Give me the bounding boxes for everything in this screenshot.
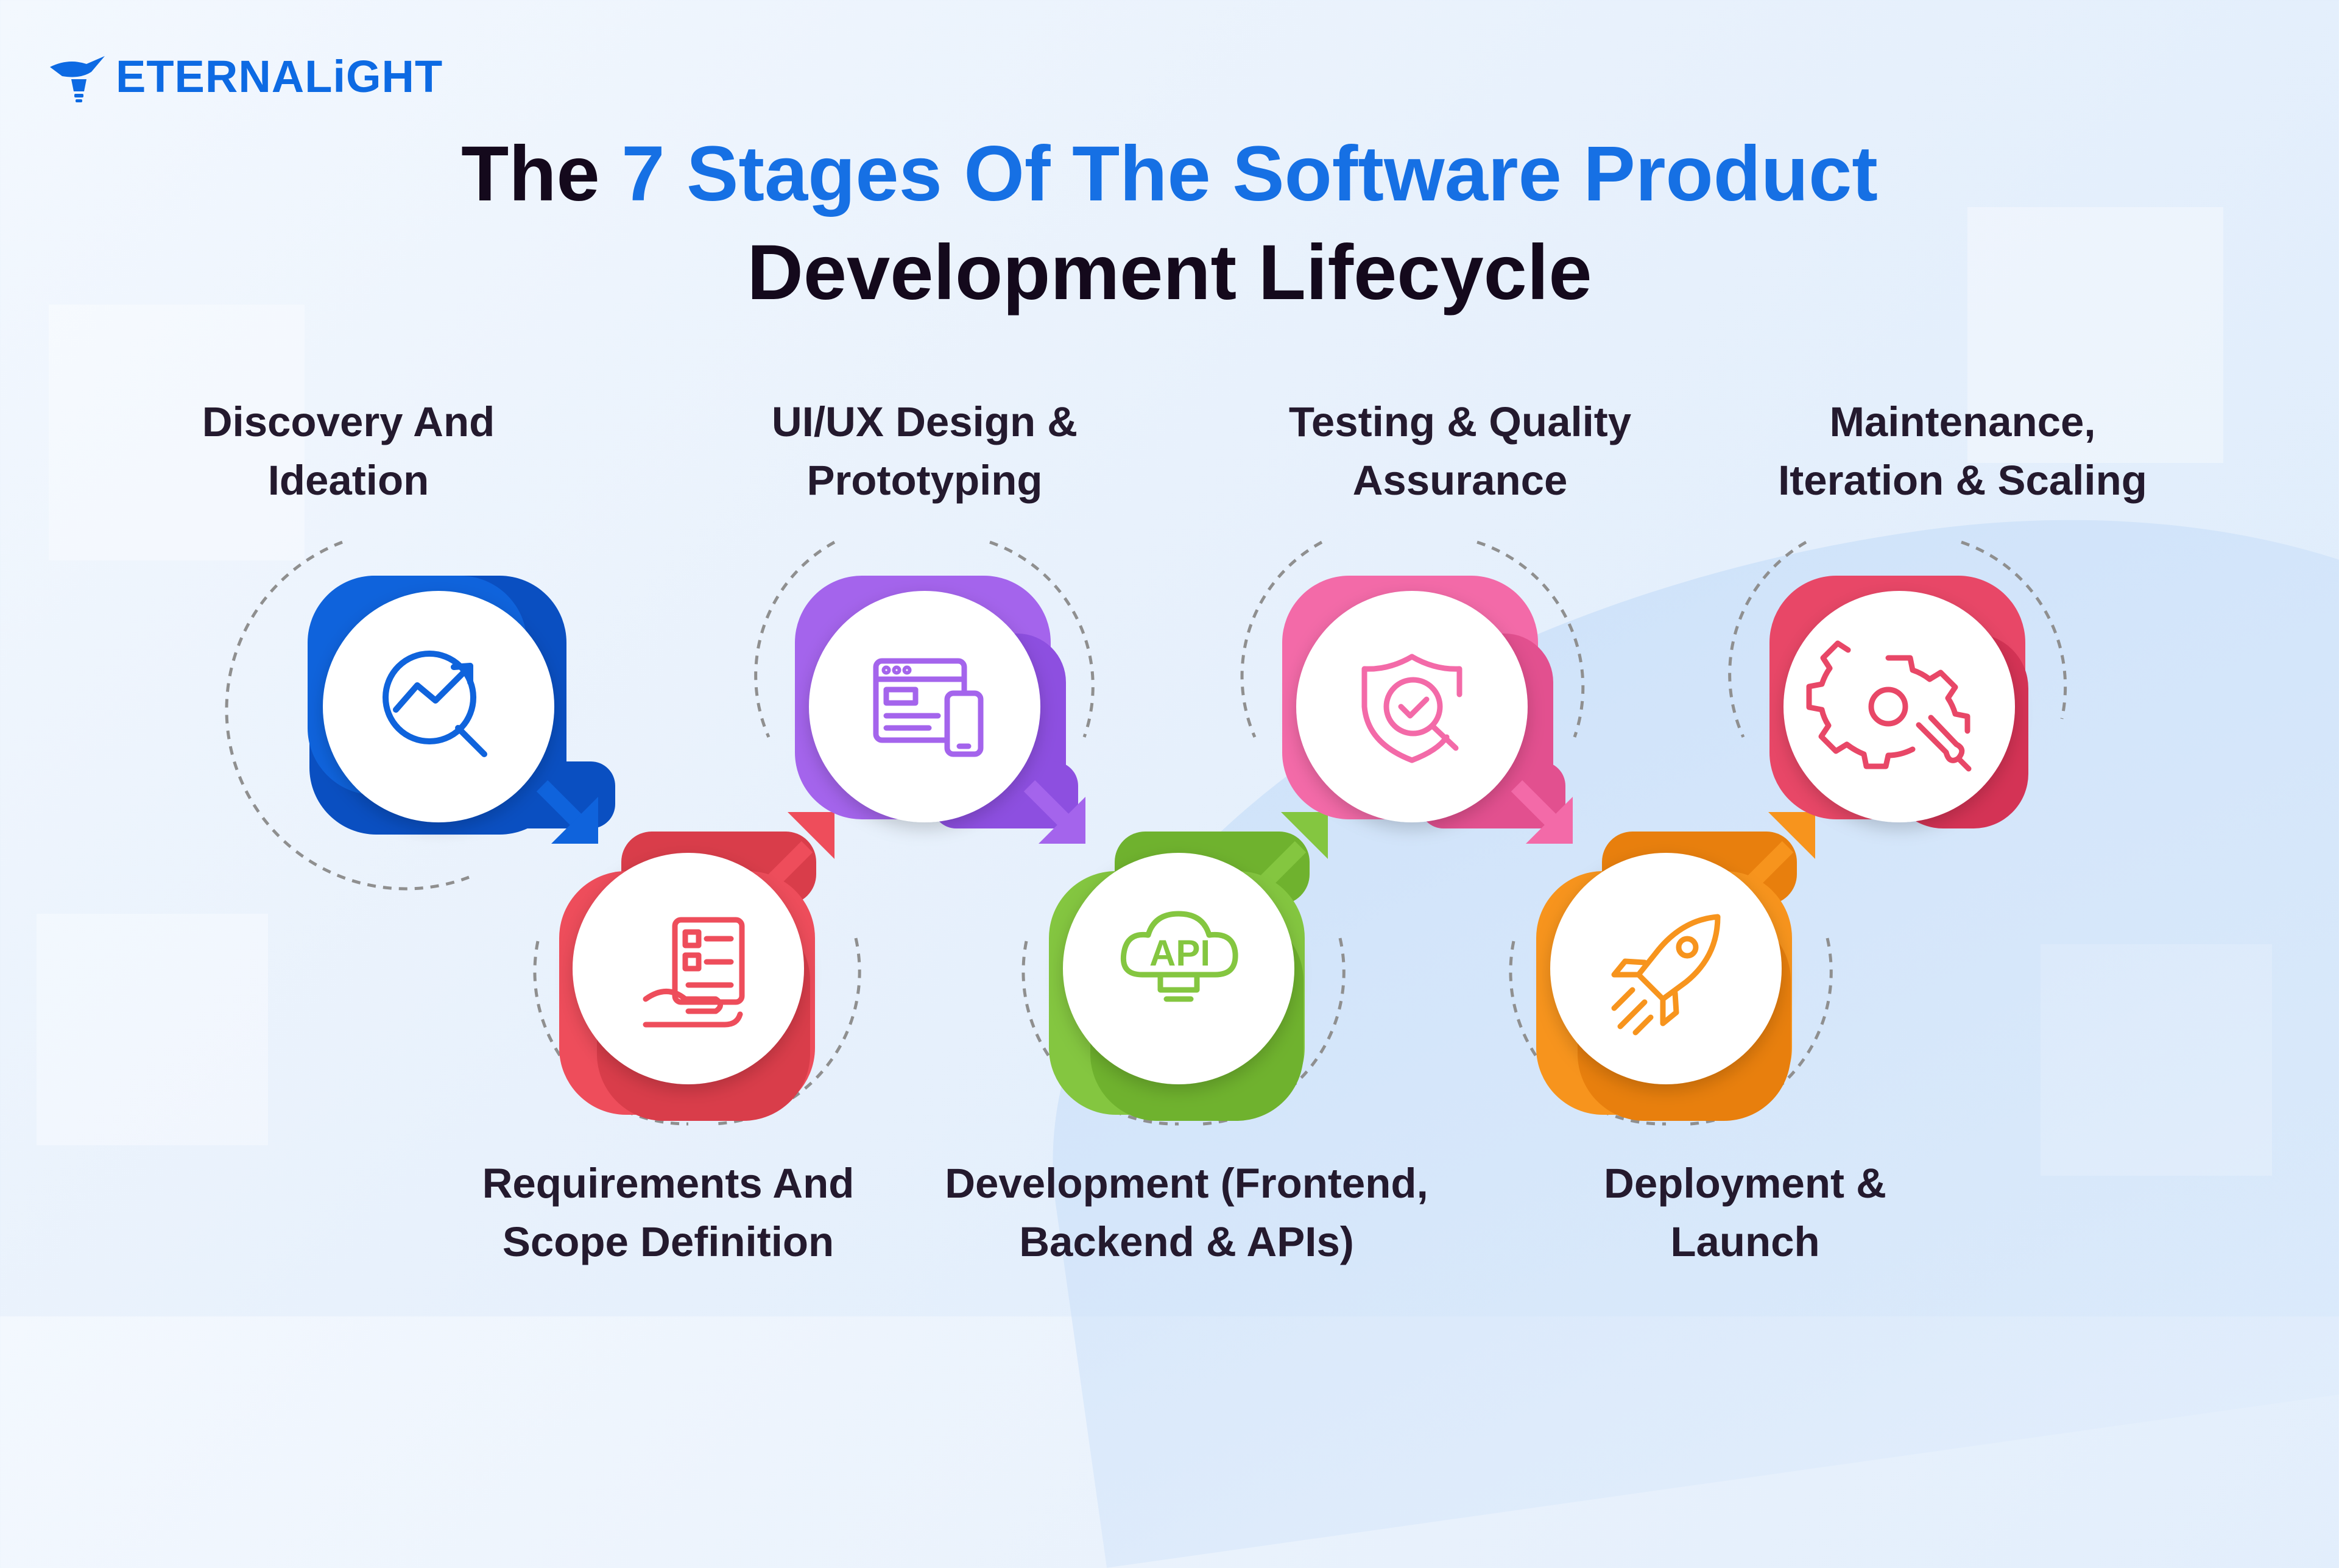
- title-prefix: The: [461, 130, 600, 217]
- lifecycle-diagram: API: [225, 540, 2067, 1126]
- stage-node-deployment: [1509, 812, 1833, 1126]
- brand-logo: ETERNALiGHT: [44, 43, 443, 110]
- stage-node-discovery: [225, 540, 615, 891]
- gear-wrench-icon: [1806, 640, 1972, 772]
- api-cloud-icon: API: [1120, 911, 1238, 1002]
- svg-text:API: API: [1149, 933, 1210, 973]
- stage-node-uiux: [754, 540, 1095, 844]
- security-test-icon: [1361, 654, 1462, 763]
- ui-prototype-icon: [873, 658, 984, 757]
- analytics-search-icon: [383, 651, 487, 757]
- brand-name: ETERNALiGHT: [116, 51, 443, 102]
- stage-label-deployment: Deployment &Launch: [1604, 1160, 1886, 1265]
- stage-label-development: Development (Frontend,Backend & APIs): [945, 1160, 1428, 1265]
- title-accent: 7 Stages Of The Software Product: [621, 130, 1878, 217]
- title-line2: Development Lifecycle: [747, 229, 1592, 316]
- stage-label-maintenance: Maintenance,Iteration & Scaling: [1778, 398, 2147, 504]
- page-title: The 7 Stages Of The Software Product Dev…: [0, 125, 2339, 322]
- stage-node-maintenance: [1728, 540, 2067, 828]
- lightbulb-logo-icon: [50, 56, 105, 102]
- stage-label-uiux: UI/UX Design &Prototyping: [771, 398, 1078, 504]
- stage-node-development: [1021, 812, 1346, 1126]
- requirements-checklist-icon: [643, 917, 745, 1028]
- stage-node-testing: [1240, 540, 1585, 844]
- rocket-icon: [1611, 914, 1721, 1036]
